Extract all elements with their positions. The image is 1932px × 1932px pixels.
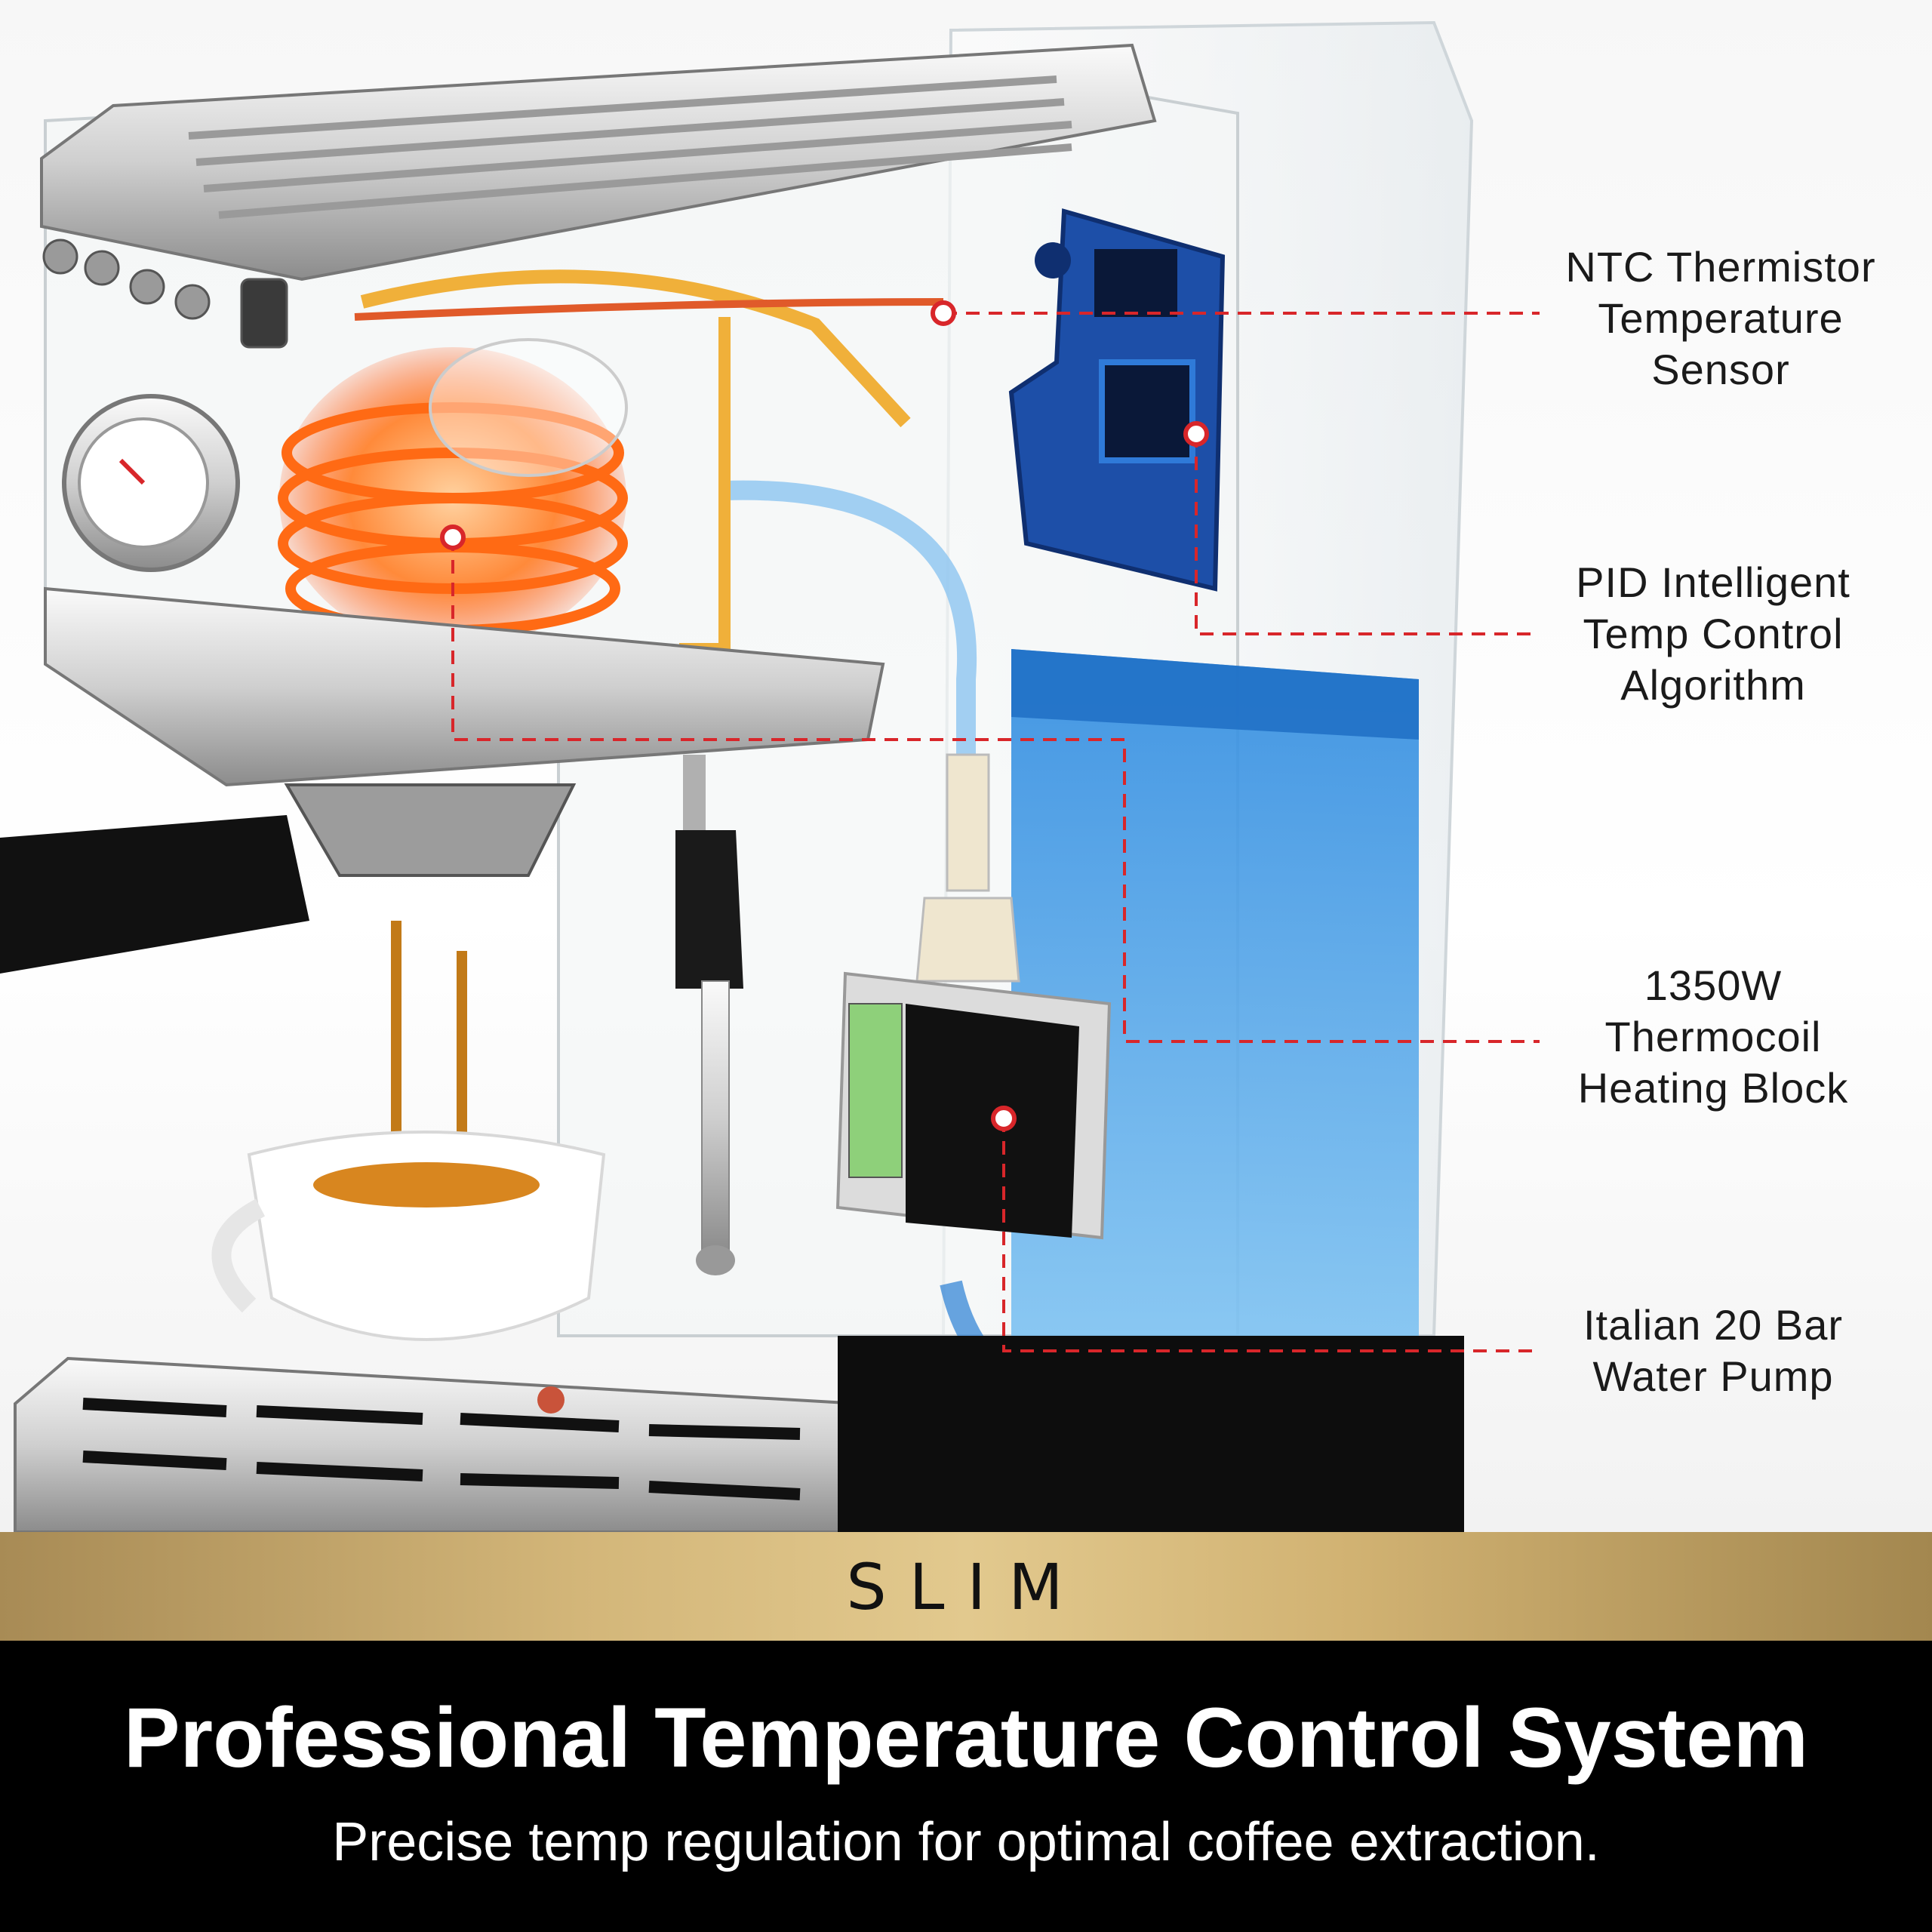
- callout-water-pump: Italian 20 Bar Water Pump: [1502, 1300, 1924, 1402]
- callout-line: NTC Thermistor: [1565, 243, 1876, 291]
- callout-pid-algorithm: PID Intelligent Temp Control Algorithm: [1502, 557, 1924, 711]
- callout-line: Algorithm: [1620, 661, 1806, 709]
- footer-panel: Professional Temperature Control System …: [0, 1641, 1932, 1932]
- product-illustration: NTC Thermistor Temperature Sensor PID In…: [0, 0, 1932, 1532]
- espresso-machine-cutaway: [0, 20, 1540, 1532]
- callout-line: Sensor: [1651, 346, 1790, 393]
- callout-line: Temperature: [1598, 294, 1844, 342]
- steam-wand: [675, 755, 743, 1275]
- callout-leaders: [451, 312, 1540, 1352]
- callout-line: Thermocoil: [1604, 1013, 1822, 1060]
- brand-logo: SLIM: [846, 1550, 1086, 1624]
- page-subtitle: Precise temp regulation for optimal coff…: [332, 1812, 1600, 1872]
- pressure-gauge-icon: [62, 394, 240, 572]
- drip-tray: [14, 1336, 1464, 1532]
- brand-band: SLIM: [0, 1532, 1932, 1641]
- callout-line: Water Pump: [1592, 1352, 1834, 1400]
- callout-line: 1350W: [1644, 961, 1783, 1009]
- callout-line: PID Intelligent: [1576, 558, 1850, 606]
- callout-line: Temp Control: [1583, 610, 1844, 657]
- control-knob-icon: [42, 238, 288, 349]
- portafilter: [0, 586, 885, 974]
- callout-line: Heating Block: [1577, 1064, 1849, 1112]
- cup-warmer-tray: [40, 43, 1157, 281]
- callout-ntc-thermistor: NTC Thermistor Temperature Sensor: [1509, 242, 1932, 395]
- circuit-board-icon: [1008, 208, 1226, 592]
- page-title: Professional Temperature Control System: [123, 1690, 1809, 1785]
- callout-heating-block: 1350W Thermocoil Heating Block: [1502, 960, 1924, 1114]
- water-reservoir: [940, 649, 1419, 1417]
- callout-line: Italian 20 Bar: [1583, 1301, 1843, 1349]
- coffee-cup-icon: [211, 921, 606, 1341]
- callout-markers: [440, 300, 1209, 1131]
